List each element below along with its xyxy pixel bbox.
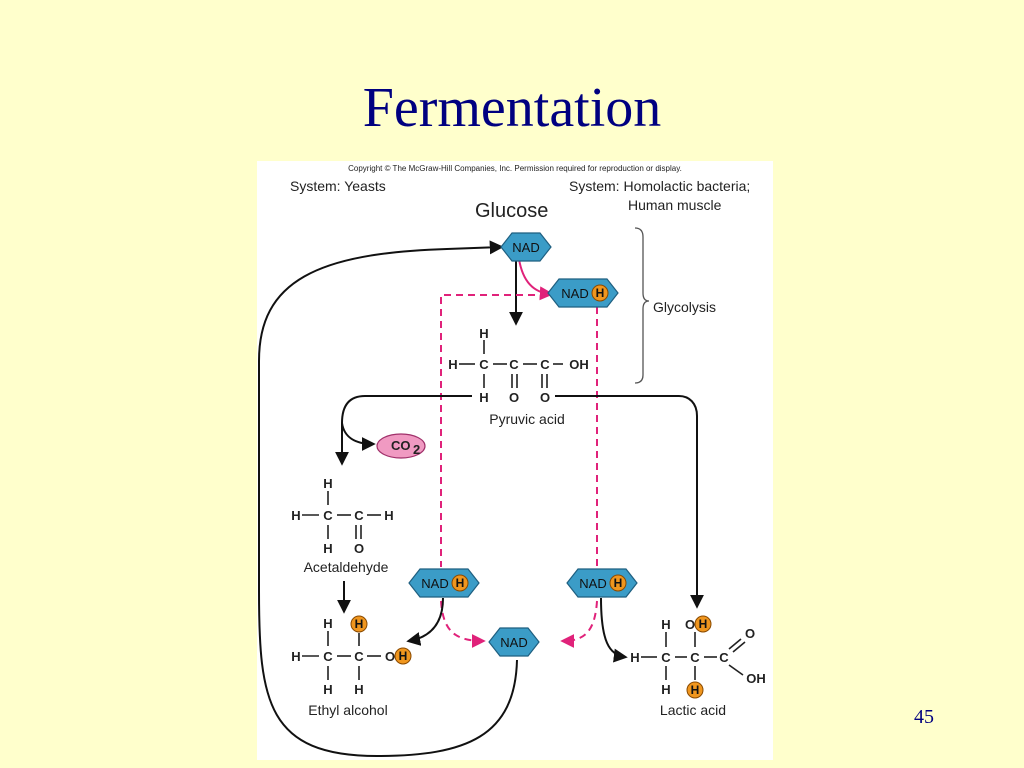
eth-h-top1: H [323,616,332,631]
nadh-to-lactate-arrow [600,597,628,663]
hydrogen-badge-label: H [399,649,408,663]
slide-number: 45 [914,706,934,728]
pyruvic-c2: C [509,357,519,372]
nadh-dashed-left [440,294,547,567]
system-yeasts-label: System: Yeasts [290,178,386,194]
pyruvate-to-lactate-arrow [555,395,704,609]
lac-c3: C [719,650,729,665]
acet-h-right: H [384,508,393,523]
hydrogen-badge-label: H [699,617,708,631]
nad-label: NAD [512,240,539,255]
nadh-hexagon-top: NAD H [547,278,619,308]
nad-label: NAD [579,576,606,591]
co2-text: CO [391,438,411,453]
nadh-hexagon-right: NAD H [566,568,638,598]
lac-hydrogen-badge-bottom: H [686,681,704,699]
pyruvic-h-left: H [448,357,457,372]
nad-label: NAD [421,576,448,591]
pyruvic-acid-structure [459,340,563,388]
hydrogen-badge-label: H [691,683,700,697]
lac-o-double: O [745,626,755,641]
eth-c1: C [323,649,333,664]
system-bacteria-label: System: Homolactic bacteria; [569,178,750,194]
copyright-text: Copyright © The McGraw-Hill Companies, I… [348,164,682,173]
eth-hydrogen-badge-oh: H [394,647,412,665]
pyruvic-oh: OH [569,357,589,372]
fermentation-diagram: Copyright © The McGraw-Hill Companies, I… [257,161,773,760]
acetaldehyde-structure [302,491,381,539]
pyruvic-c1: C [479,357,489,372]
glucose-label: Glucose [475,200,548,222]
acet-c1: C [323,508,333,523]
pyruvic-c3: C [540,357,550,372]
nad-reduction-arrow [518,258,554,301]
nad-hexagon-bottom: NAD [488,627,540,657]
eth-h-bottom1: H [323,682,332,697]
nad-label: NAD [561,286,588,301]
lac-oh: OH [746,671,766,686]
lac-h-left: H [630,650,639,665]
pyruvic-o1: O [509,390,519,405]
acet-h-bottom: H [323,541,332,556]
pyruvic-h-top: H [479,326,488,341]
pyruvate-to-acetaldehyde-arrow [335,395,472,466]
nad-recycle-loop [258,240,518,758]
nad-label: NAD [500,635,527,650]
glycolysis-brace [634,227,650,384]
ethyl-alcohol-structure [302,631,381,680]
lactic-acid-structure [641,632,746,680]
hydrogen-badge-label: H [614,576,623,590]
acetaldehyde-label: Acetaldehyde [304,559,389,575]
lac-c2: C [690,650,700,665]
pyruvic-o2: O [540,390,550,405]
hydrogen-badge-label: H [456,576,465,590]
slide-title: Fermentation [362,77,662,139]
nad-regen-dashed-left [440,600,486,648]
nad-regen-dashed-right [560,600,598,648]
acet-o: O [354,541,364,556]
acet-h-left: H [291,508,300,523]
nadh-hexagon-left: NAD H [408,568,480,598]
eth-hydrogen-badge-top: H [350,615,368,633]
acet-h-top: H [323,476,332,491]
lac-h-bottom: H [661,682,670,697]
lac-c1: C [661,650,671,665]
hydrogen-badge [591,284,609,302]
eth-c2: C [354,649,364,664]
hydrogen-badge [451,574,469,592]
ethyl-alcohol-label: Ethyl alcohol [308,702,387,718]
eth-o: O [385,649,395,664]
co2-bubble: CO 2 [376,433,426,459]
lac-h-top: H [661,617,670,632]
co2-subscript: 2 [413,442,420,457]
hydrogen-badge-label: H [355,617,364,631]
diagram-canvas: Copyright © The McGraw-Hill Companies, I… [258,164,766,758]
eth-h-bottom2: H [354,682,363,697]
system-muscle-label: Human muscle [628,197,722,213]
nad-hexagon-top: NAD [500,232,552,262]
hydrogen-badge [609,574,627,592]
acet-c2: C [354,508,364,523]
pyruvic-acid-label: Pyruvic acid [489,411,564,427]
lac-o-top: O [685,617,695,632]
eth-h-left: H [291,649,300,664]
lactic-acid-label: Lactic acid [660,702,726,718]
hydrogen-badge-label: H [596,286,605,300]
lac-hydrogen-badge-top: H [694,615,712,633]
glycolysis-label: Glycolysis [653,299,716,315]
nadh-to-ethanol-arrow [406,597,444,646]
pyruvic-h-bottom: H [479,390,488,405]
co2-release-arrow [341,422,376,451]
